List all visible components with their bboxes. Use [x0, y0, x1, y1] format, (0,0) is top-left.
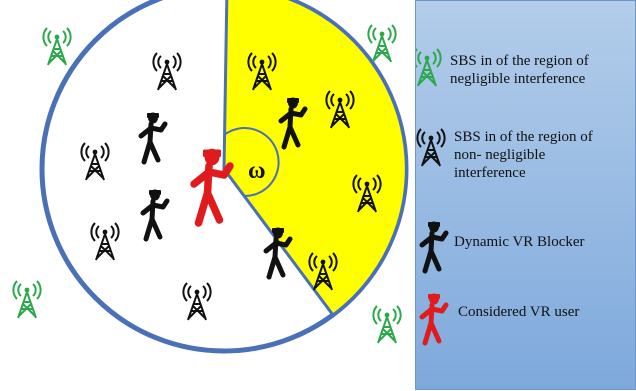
legend-label-vr-user: Considered VR user [458, 304, 580, 320]
legend: SBS in of the region of negligible inter… [415, 0, 636, 390]
angle-arc [223, 127, 280, 198]
angle-label: ω [248, 158, 266, 184]
blocker-icon [422, 222, 446, 272]
sbs-negligible-icon [416, 48, 442, 87]
legend-label-sbs-non-negligible: SBS in of the region of non- negligible … [454, 129, 593, 181]
sbs-negligible-icon [367, 24, 397, 63]
sbs-negligible-icon [42, 27, 72, 66]
sbs-negligible-icon [12, 280, 42, 319]
legend-label-sbs-negligible: SBS in of the region of negligible inter… [450, 53, 589, 87]
sbs-non-negligible-icon [416, 128, 446, 167]
legend-label-blocker: Dynamic VR Blocker [454, 234, 585, 250]
interference-sector [222, 0, 408, 318]
sbs-negligible-icon [372, 305, 402, 344]
vr-user-icon [422, 294, 446, 344]
